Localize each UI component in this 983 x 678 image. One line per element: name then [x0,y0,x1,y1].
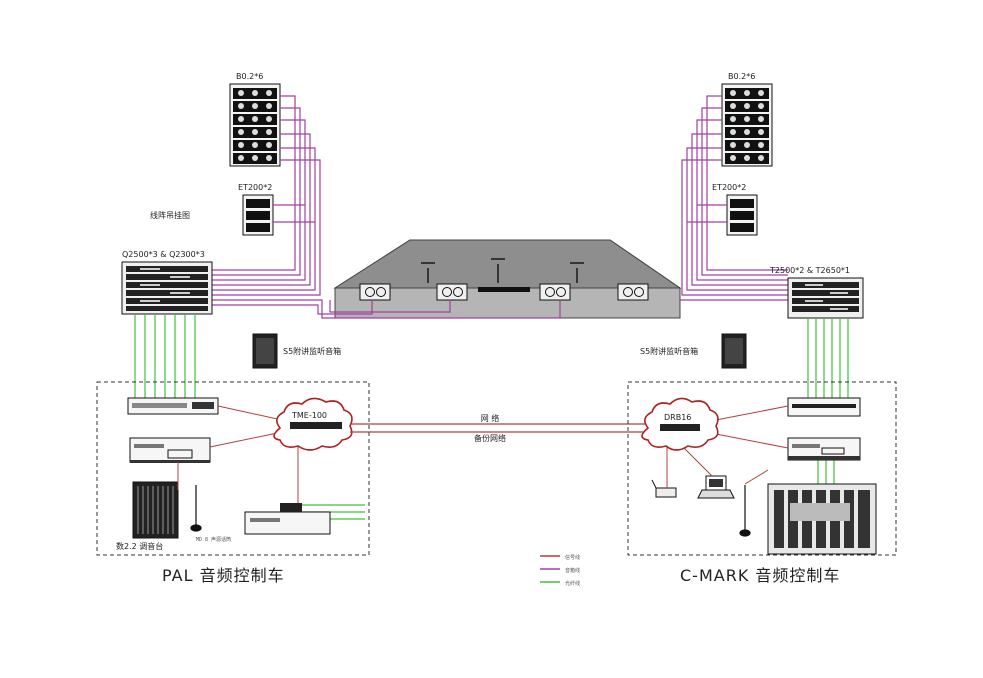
left-monitor-label: S5附讲监听音箱 [283,346,341,356]
network-backup-label: 备份网络 [474,433,506,443]
right-amp-rack-label: T2500*2 & T2650*1 [769,266,850,275]
right-amp-rack [787,277,864,319]
left-amp-rack [121,261,213,315]
left-amp-rack-label: Q2500*3 & Q2300*3 [122,250,205,259]
right-network-cloud [641,397,719,451]
left-speaker-array-label: B0.2*6 [236,72,263,81]
right-speaker-array-label: B0.2*6 [728,72,755,81]
stage-wedge [436,283,468,301]
left-speaker-cables [212,95,561,319]
stage [333,239,682,319]
pal-truck-title: PAL 音频控制车 [162,566,285,585]
cmark-truck-boundary [627,381,897,556]
mic-label: MD 8 声源话筒 [196,536,231,543]
right-monitor-speaker [721,333,747,369]
legend-label: 信号线 [565,554,580,561]
left-fill-speaker [242,194,274,236]
network-main-label: 网 络 [481,413,500,423]
phone-icon [651,479,677,498]
laptop-icon [697,475,735,499]
stage-wedge [617,283,649,301]
right-rack-unit [787,397,861,417]
left-rack-unit [127,397,219,415]
right-speaker-cables [680,95,788,301]
left-speaker-mid-label: ET200*2 [238,183,272,192]
stage-wedge [359,283,391,301]
left-network-node-label: TME-100 [291,411,327,420]
left-stagebox-unit [244,503,331,535]
left-line-array-speaker [229,83,281,167]
right-line-array-speaker [721,83,773,167]
right-fill-speaker [726,194,758,236]
right-speaker-mid-label: ET200*2 [712,183,746,192]
right-monitor-label: S5附讲监听音箱 [640,346,698,356]
pal-truck-boundary [96,381,370,556]
console-label: 数2.2 调音台 [116,541,163,551]
left-processor-unit [129,437,211,463]
left-monitor-speaker [252,333,278,369]
cmark-truck-title: C-MARK 音频控制车 [680,566,840,585]
large-mixing-console [767,483,877,555]
stage-wedge [539,283,571,301]
legend: 信号线 音箱线 光纤线 [540,554,580,587]
legend-label: 光纤线 [565,580,580,587]
right-processor-unit [787,437,861,461]
stage-riser [478,287,530,292]
left-network-cloud [273,397,353,451]
network-link [350,423,646,433]
stage-mic-stand [421,258,584,283]
mic-icon [190,485,202,532]
mixing-console [132,481,179,539]
right-network-node-label: DRB16 [664,413,691,422]
right-mic-icon [739,485,751,537]
legend-label: 音箱线 [565,567,580,574]
left-side-label: 线阵吊挂图 [150,210,190,220]
right-fiber-lines [807,318,849,484]
left-signal-lines [177,405,299,503]
